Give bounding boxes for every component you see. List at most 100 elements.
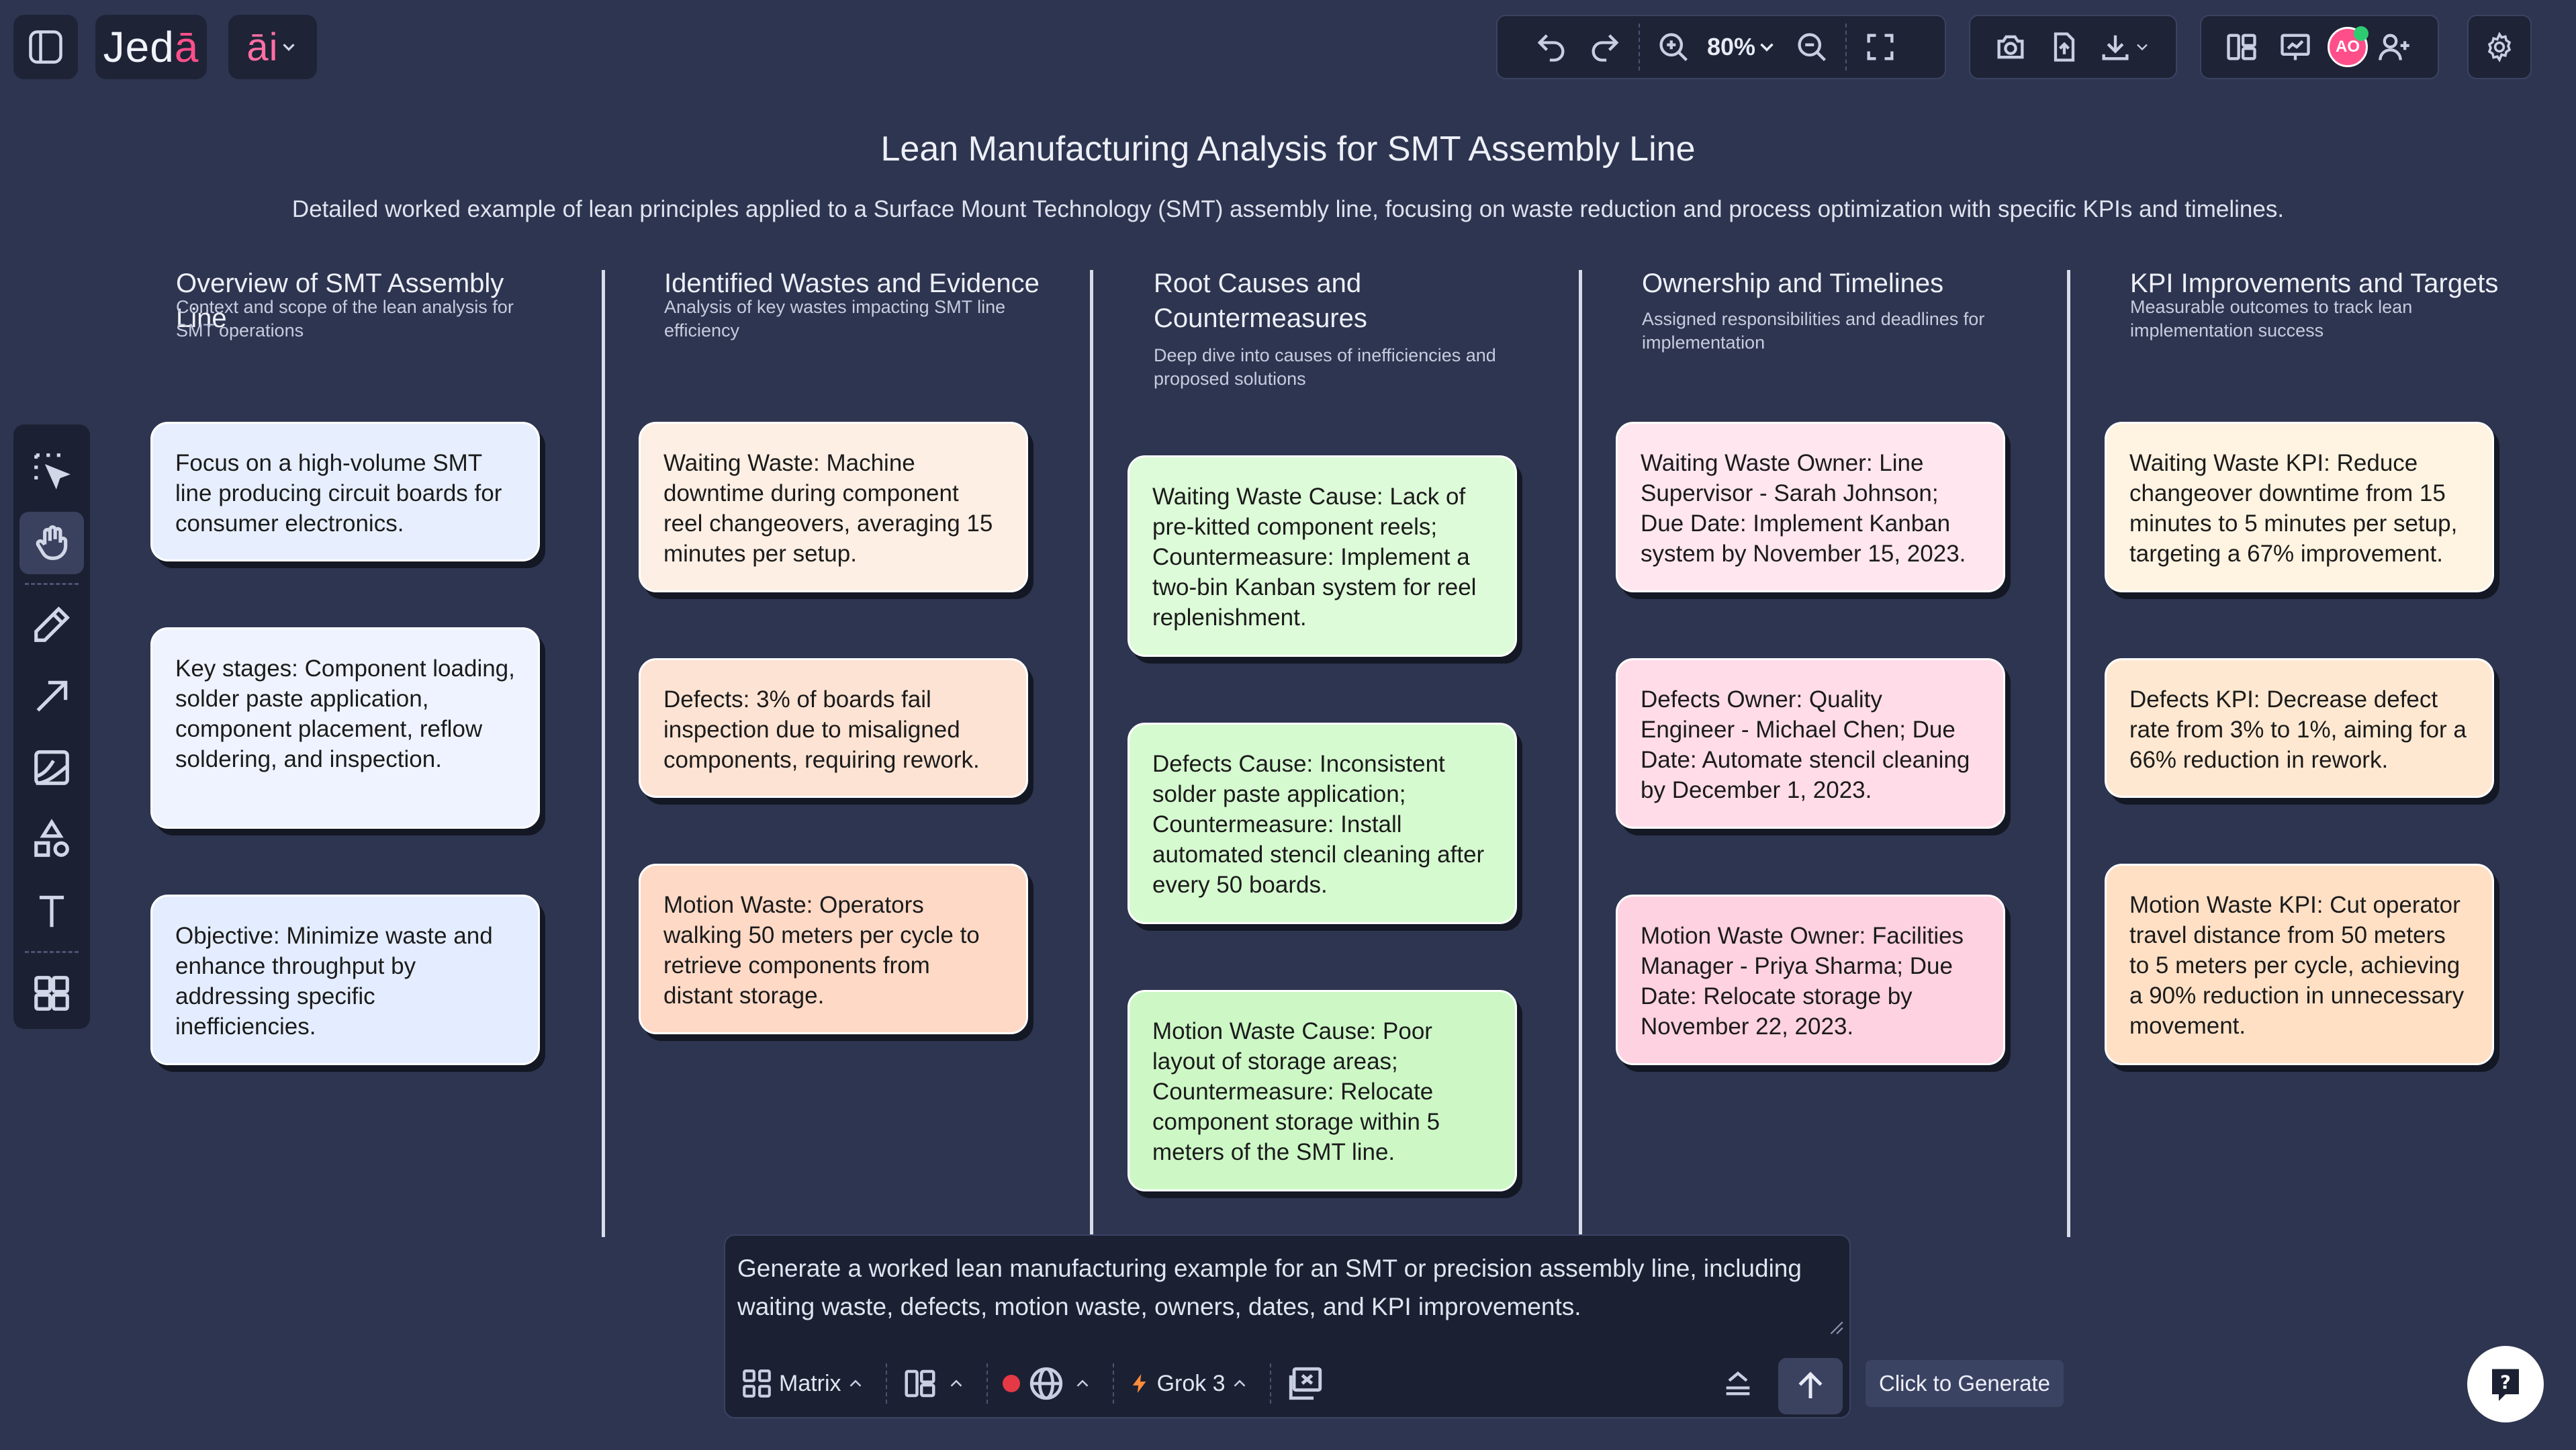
ai-label: āi: [246, 25, 279, 69]
upload-button[interactable]: [2037, 20, 2091, 74]
collapse-icon: [1726, 1371, 1750, 1396]
zoom-out-icon: [1798, 33, 1827, 62]
download-button[interactable]: [2091, 20, 2158, 74]
layout-panel-icon: [905, 1369, 935, 1398]
chevron-down-icon: [2137, 44, 2148, 51]
export-controls-group: [1969, 15, 2177, 79]
logo-main-text: Jed: [103, 23, 175, 71]
sticky-note[interactable]: Focus on a high-volume SMT line producin…: [150, 422, 540, 561]
layout-mode-dropdown[interactable]: Matrix: [740, 1367, 866, 1400]
generate-tooltip: Click to Generate: [1866, 1360, 2064, 1407]
image-tool[interactable]: [19, 737, 84, 799]
column-title: Ownership and Timelines: [1642, 269, 1944, 298]
sticky-note[interactable]: Waiting Waste: Machine downtime during c…: [639, 422, 1028, 592]
avatar-initials: AO: [2336, 38, 2360, 56]
image-icon: [34, 750, 69, 786]
sticky-note[interactable]: Motion Waste Cause: Poor layout of stora…: [1128, 990, 1517, 1191]
column-header-kpi: KPI Improvements and Targets Measurable …: [2130, 266, 2506, 343]
redo-button[interactable]: [1578, 20, 1632, 74]
text-icon: [39, 895, 64, 927]
hand-tool[interactable]: [19, 511, 84, 574]
collapse-prompt-button[interactable]: [1720, 1366, 1755, 1401]
text-tool[interactable]: [19, 880, 84, 943]
prompt-toolbar: Matrix Grok 3: [725, 1353, 1849, 1414]
sticky-note[interactable]: Motion Waste: Operators walking 50 meter…: [639, 864, 1028, 1034]
sticky-note[interactable]: Objective: Minimize waste and enhance th…: [150, 895, 540, 1065]
sticky-note[interactable]: Defects: 3% of boards fail inspection du…: [639, 658, 1028, 798]
templates-tool[interactable]: [19, 962, 84, 1024]
camera-icon: [1997, 35, 2024, 59]
clear-prompt-button[interactable]: [1286, 1364, 1325, 1403]
shapes-icon: [34, 819, 69, 857]
select-tool[interactable]: [19, 440, 84, 502]
layout-panel-icon: [2227, 34, 2256, 60]
sticky-note[interactable]: Motion Waste KPI: Cut operator travel di…: [2105, 864, 2494, 1065]
sticky-note[interactable]: Key stages: Component loading, solder pa…: [150, 627, 540, 829]
column-description: Assigned responsibilities and deadlines …: [1642, 309, 1985, 353]
screenshot-button[interactable]: [1984, 20, 2037, 74]
shapes-tool[interactable]: [19, 809, 84, 871]
matrix-icon: [743, 1369, 771, 1398]
resize-handle-icon[interactable]: [1827, 1318, 1844, 1335]
chevron-up-icon: [849, 1379, 861, 1387]
sticky-note[interactable]: Defects Cause: Inconsistent solder paste…: [1128, 723, 1517, 924]
column-description: Measurable outcomes to track lean implem…: [2130, 297, 2413, 341]
grid-icon: [34, 975, 69, 1011]
frame-layout-dropdown[interactable]: [902, 1365, 966, 1402]
chevron-up-icon: [1076, 1379, 1088, 1387]
zoom-out-button[interactable]: [1785, 20, 1839, 74]
column-description: Deep dive into causes of inefficiencies …: [1154, 345, 1496, 389]
column-header-ownership: Ownership and Timelines Assigned respons…: [1642, 266, 2018, 355]
arrow-tool[interactable]: [19, 665, 84, 727]
chevron-down-icon: [282, 44, 295, 51]
sticky-note[interactable]: Waiting Waste KPI: Reduce changeover dow…: [2105, 422, 2494, 592]
present-button[interactable]: [2268, 20, 2322, 74]
add-user-icon: [2379, 34, 2409, 60]
pencil-tool[interactable]: [19, 594, 84, 656]
sticky-note[interactable]: Defects KPI: Decrease defect rate from 3…: [2105, 658, 2494, 798]
column-divider: [1090, 270, 1093, 1237]
column-header-wastes: Identified Wastes and Evidence Analysis …: [664, 266, 1040, 343]
column-description: Context and scope of the lean analysis f…: [176, 297, 514, 341]
column-description: Analysis of key wastes impacting SMT lin…: [664, 297, 1006, 341]
column-title: Identified Wastes and Evidence: [664, 269, 1040, 298]
column-header-overview: Overview of SMT Assembly Line Context an…: [176, 266, 552, 343]
column-divider: [1579, 270, 1582, 1237]
page-title: Lean Manufacturing Analysis for SMT Asse…: [880, 130, 1696, 169]
layout-panel-button[interactable]: [2215, 20, 2268, 74]
download-icon: [2102, 35, 2129, 60]
help-button[interactable]: ?: [2467, 1346, 2544, 1422]
ai-menu-button[interactable]: āi: [228, 15, 317, 79]
layout-mode-label: Matrix: [779, 1370, 841, 1396]
sticky-note[interactable]: Motion Waste Owner: Facilities Manager -…: [1616, 895, 2005, 1065]
clear-chat-icon: [1289, 1367, 1322, 1400]
add-user-button[interactable]: [2368, 20, 2422, 74]
zoom-in-icon: [1659, 33, 1688, 62]
prompt-panel: Generate a worked lean manufacturing exa…: [724, 1234, 1851, 1418]
model-dropdown[interactable]: Grok 3: [1129, 1369, 1250, 1398]
avatar[interactable]: AO: [2328, 26, 2368, 67]
sticky-note[interactable]: Waiting Waste Cause: Lack of pre-kitted …: [1128, 455, 1517, 657]
collaboration-group: AO: [2200, 15, 2439, 79]
sticky-note[interactable]: Defects Owner: Quality Engineer - Michae…: [1616, 658, 2005, 829]
pencil-icon: [34, 606, 70, 642]
generate-button[interactable]: [1778, 1358, 1843, 1414]
hand-icon: [36, 525, 68, 560]
undo-button[interactable]: [1524, 20, 1578, 74]
gear-icon: [2487, 32, 2512, 62]
model-label: Grok 3: [1156, 1370, 1226, 1396]
sticky-note[interactable]: Waiting Waste Owner: Line Supervisor - S…: [1616, 422, 2005, 592]
tool-palette: [13, 424, 90, 1029]
settings-button[interactable]: [2467, 15, 2532, 79]
zoom-in-button[interactable]: [1647, 20, 1700, 74]
fit-screen-button[interactable]: [1853, 20, 1907, 74]
undo-icon: [1537, 34, 1565, 62]
zoom-level-dropdown[interactable]: 80%: [1707, 33, 1778, 61]
web-search-dropdown[interactable]: [1002, 1364, 1093, 1403]
jeda-logo[interactable]: Jedā: [95, 15, 207, 79]
chevron-down-icon: [1760, 43, 1774, 52]
record-dot: [1002, 1375, 1020, 1392]
sidebar-toggle-button[interactable]: [13, 15, 78, 79]
column-divider: [2067, 270, 2070, 1237]
prompt-input[interactable]: Generate a worked lean manufacturing exa…: [737, 1255, 1802, 1320]
